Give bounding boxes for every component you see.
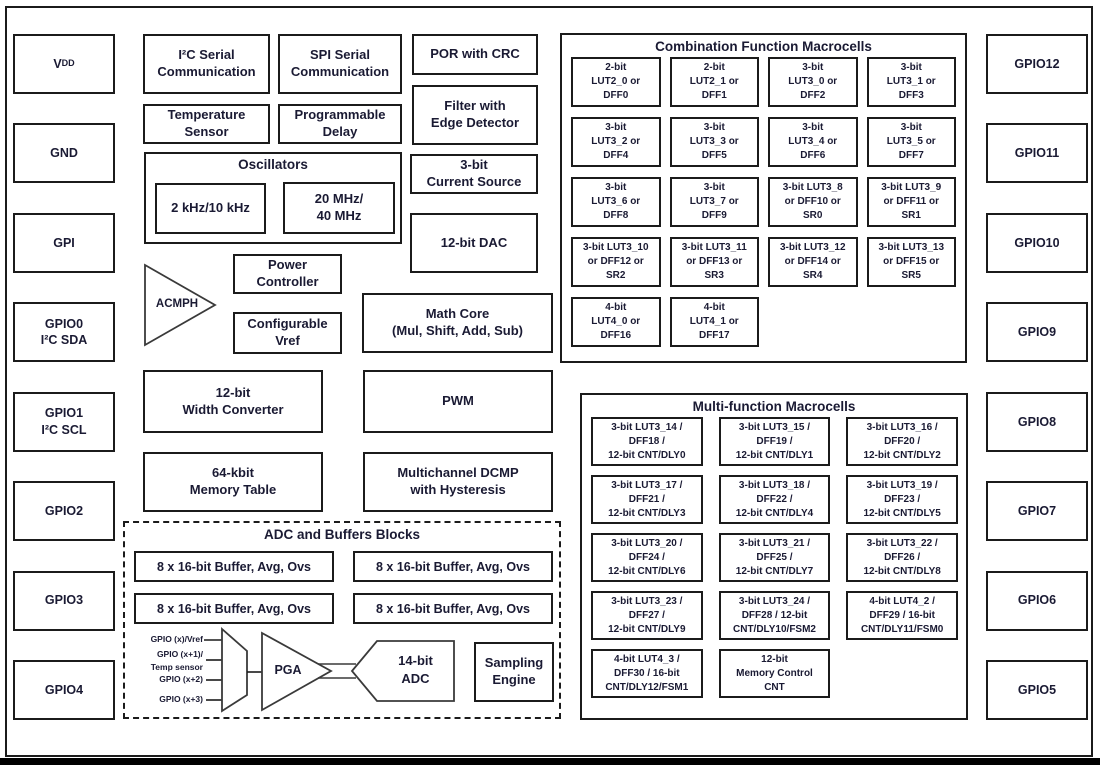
pin-box: GPI [13, 212, 115, 273]
pin-box: GPIO7 [986, 481, 1088, 542]
adc-input-label-x2: GPIO (x+2) [159, 674, 203, 684]
block-current-source: 3-bit Current Source [410, 154, 538, 194]
macrocell: 3-bit LUT3_0 or DFF2 [768, 57, 858, 107]
oscillators-title: Oscillators [238, 157, 308, 172]
block-programmable-delay: Programmable Delay [278, 104, 402, 144]
block-spi-serial-communication: SPI Serial Communication [278, 34, 402, 94]
group-multifunction-macrocells: Multi-function Macrocells 3-bit LUT3_14 … [580, 393, 968, 720]
acmph-comparator-triangle [144, 263, 217, 347]
block-oscillator-low: 2 kHz/10 kHz [155, 183, 266, 234]
group-combination-macrocells: Combination Function Macrocells 2-bit LU… [560, 33, 967, 363]
multifunction-macrocells-title: Multi-function Macrocells [692, 399, 856, 414]
macrocell: 3-bit LUT3_23 / DFF27 / 12-bit CNT/DLY9 [591, 591, 703, 640]
adc-input-label-x1: GPIO (x+1)/ [156, 649, 203, 659]
block-oscillator-high: 20 MHz/ 40 MHz [283, 182, 395, 234]
macrocell: 3-bit LUT3_13 or DFF15 or SR5 [866, 237, 956, 287]
macrocell: 3-bit LUT3_15 / DFF19 / 12-bit CNT/DLY1 [718, 417, 831, 466]
macrocell: 4-bit LUT4_0 or DFF16 [571, 297, 661, 347]
pin-vdd-subscript: DD [61, 58, 75, 69]
macrocell: 3-bit LUT3_2 or DFF4 [571, 117, 661, 167]
block-temperature-sensor: Temperature Sensor [143, 104, 270, 144]
diagram-outer-border [5, 6, 1093, 757]
group-adc-and-buffers: ADC and Buffers Blocks 8 x 16-bit Buffer… [123, 521, 561, 719]
block-memory-table: 64-kbit Memory Table [143, 452, 323, 512]
pin-box: GPIO9 [986, 302, 1088, 363]
macrocell: 3-bit LUT3_9 or DFF11 or SR1 [866, 177, 956, 227]
macrocell: 2-bit LUT2_0 or DFF0 [571, 57, 661, 107]
macrocell: 3-bit LUT3_19 / DFF23 / 12-bit CNT/DLY5 [846, 475, 958, 524]
page-bottom-rule [0, 758, 1100, 765]
pin-box: GPIO5 [986, 659, 1088, 720]
macrocell: 3-bit LUT3_1 or DFF3 [866, 57, 956, 107]
adc-input-label-vref: GPIO (x)/Vref [150, 634, 203, 644]
macrocell: 3-bit LUT3_8 or DFF10 or SR0 [768, 177, 858, 227]
block-buffer-1: 8 x 16-bit Buffer, Avg, Ovs [134, 551, 334, 582]
macrocell: 3-bit LUT3_21 / DFF25 / 12-bit CNT/DLY7 [718, 533, 831, 582]
macrocell: 4-bit LUT4_3 / DFF30 / 16-bit CNT/DLY12/… [591, 649, 703, 698]
multifunction-macrocells-grid: 3-bit LUT3_14 / DFF18 / 12-bit CNT/DLY0 3… [582, 414, 966, 706]
block-buffer-4: 8 x 16-bit Buffer, Avg, Ovs [353, 593, 553, 624]
block-sampling-engine: Sampling Engine [474, 642, 554, 702]
pga-amplifier-triangle [261, 631, 333, 712]
adc-input-mux-shape [221, 627, 248, 713]
pin-box: GND [13, 123, 115, 184]
block-por-with-crc: POR with CRC [412, 34, 538, 75]
adc-input-label-tempsensor: Temp sensor [150, 662, 203, 672]
macrocell: 3-bit LUT3_17 / DFF21 / 12-bit CNT/DLY3 [591, 475, 703, 524]
pin-vdd-label: V [53, 56, 62, 71]
pin-box: GPIO8 [986, 391, 1088, 452]
pin-box: GPIO1 I²C SCL [13, 391, 115, 452]
acmph-label: ACMPH [155, 298, 199, 310]
block-12bit-dac: 12-bit DAC [410, 213, 538, 273]
block-i2c-serial-communication: I²C Serial Communication [143, 34, 270, 94]
macrocell: 2-bit LUT2_1 or DFF1 [669, 57, 759, 107]
block-multichannel-dcmp: Multichannel DCMP with Hysteresis [363, 452, 553, 512]
pin-box: GPIO2 [13, 481, 115, 542]
pin-box: GPIO12 [986, 34, 1088, 94]
macrocell: 3-bit LUT3_22 / DFF26 / 12-bit CNT/DLY8 [846, 533, 958, 582]
block-configurable-vref: Configurable Vref [233, 312, 342, 354]
pin-box: GPIO4 [13, 659, 115, 720]
block-math-core: Math Core (Mul, Shift, Add, Sub) [362, 293, 553, 353]
macrocell: 3-bit LUT3_6 or DFF8 [571, 177, 661, 227]
macrocell: 3-bit LUT3_7 or DFF9 [669, 177, 759, 227]
block-filter-edge-detector: Filter with Edge Detector [412, 85, 538, 145]
macrocell: 3-bit LUT3_24 / DFF28 / 12-bit CNT/DLY10… [718, 591, 831, 640]
combination-macrocells-title: Combination Function Macrocells [655, 39, 872, 54]
macrocell: 3-bit LUT3_4 or DFF6 [768, 117, 858, 167]
adc-input-label-x3: GPIO (x+3) [159, 694, 203, 704]
group-oscillators: Oscillators 2 kHz/10 kHz 20 MHz/ 40 MHz [144, 152, 402, 244]
macrocell: 3-bit LUT3_18 / DFF22 / 12-bit CNT/DLY4 [718, 475, 831, 524]
adc-label: 14-bit ADC [398, 653, 433, 686]
macrocell: 3-bit LUT3_11 or DFF13 or SR3 [669, 237, 759, 287]
block-buffer-2: 8 x 16-bit Buffer, Avg, Ovs [353, 551, 553, 582]
block-buffer-3: 8 x 16-bit Buffer, Avg, Ovs [134, 593, 334, 624]
macrocell: 12-bit Memory Control CNT [718, 649, 831, 698]
macrocell: 4-bit LUT4_2 / DFF29 / 16-bit CNT/DLY11/… [846, 591, 958, 640]
pin-box: GPIO11 [986, 123, 1088, 184]
pin-box: GPIO3 [13, 570, 115, 631]
block-power-controller: Power Controller [233, 254, 342, 294]
macrocell: 3-bit LUT3_16 / DFF20 / 12-bit CNT/DLY2 [846, 417, 958, 466]
macrocell: 3-bit LUT3_12 or DFF14 or SR4 [768, 237, 858, 287]
macrocell: 3-bit LUT3_5 or DFF7 [866, 117, 956, 167]
macrocell: 3-bit LUT3_14 / DFF18 / 12-bit CNT/DLY0 [591, 417, 703, 466]
macrocell: 3-bit LUT3_3 or DFF5 [669, 117, 759, 167]
adc-pentagon-shape [350, 640, 455, 702]
pga-label: PGA [274, 663, 302, 677]
block-pwm: PWM [363, 370, 553, 433]
adc-buffers-title: ADC and Buffers Blocks [263, 527, 421, 542]
macrocell: 4-bit LUT4_1 or DFF17 [669, 297, 759, 347]
pin-box: GPIO6 [986, 570, 1088, 631]
macrocell: 3-bit LUT3_10 or DFF12 or SR2 [571, 237, 661, 287]
pin-box: GPIO0 I²C SDA [13, 302, 115, 363]
pin-box: GPIO10 [986, 212, 1088, 273]
block-width-converter: 12-bit Width Converter [143, 370, 323, 433]
macrocell: 3-bit LUT3_20 / DFF24 / 12-bit CNT/DLY6 [591, 533, 703, 582]
